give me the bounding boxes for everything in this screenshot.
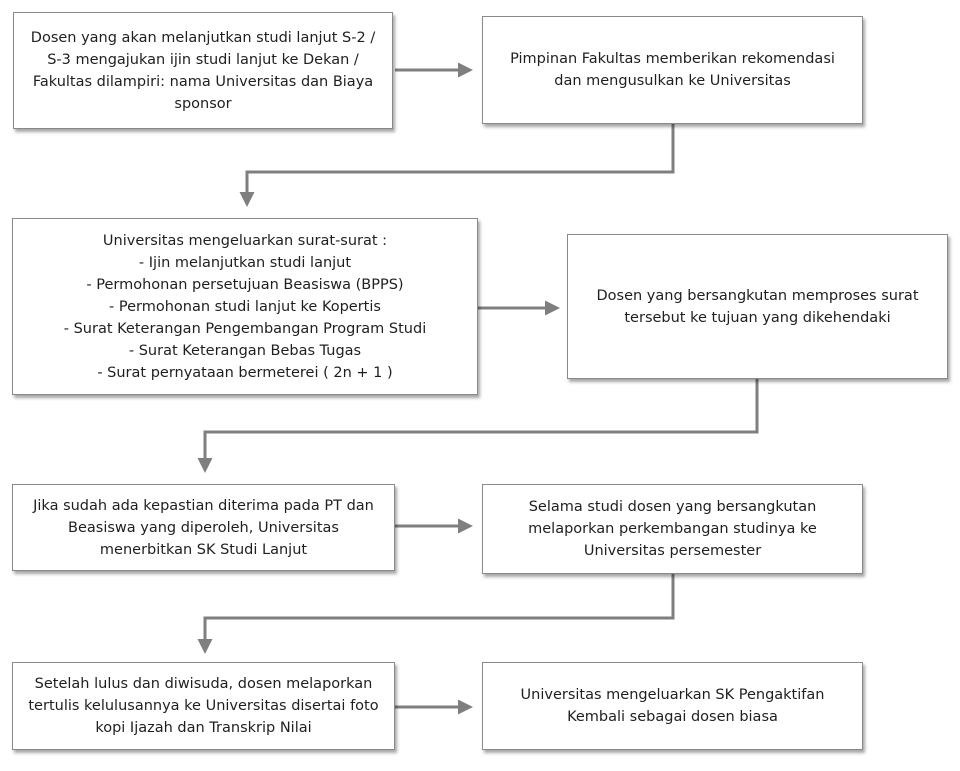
- step-6-line-2: melaporkan perkembangan studinya ke: [528, 521, 817, 537]
- step-4-line-1: Dosen yang bersangkutan memproses surat: [596, 287, 919, 304]
- step-4-box: Dosen yang bersangkutan memproses surat …: [567, 234, 948, 379]
- step-7-line-3: kopi Ijazah dan Transkrip Nilai: [95, 720, 312, 736]
- step-3-box: Universitas mengeluarkan surat-surat : -…: [12, 218, 478, 395]
- step-1-line-1: Dosen yang akan melanjutkan studi lanjut…: [30, 29, 376, 46]
- step-3-line-7: - Surat pernyataan bermeterei ( 2n + 1 ): [97, 364, 393, 381]
- step-6-line-3: Universitas persemester: [583, 543, 762, 559]
- step-2-box: Pimpinan Fakultas memberikan rekomendasi…: [482, 16, 863, 124]
- arrow-step2-to-step3: [239, 124, 675, 207]
- step-7-box: Setelah lulus dan diwisuda, dosen melapo…: [12, 662, 395, 750]
- step-7-line-1: Setelah lulus dan diwisuda, dosen melapo…: [34, 676, 373, 692]
- step-6-box: Selama studi dosen yang bersangkutan mel…: [482, 484, 863, 574]
- step-5-line-2: Beasiswa yang diperoleh, Universitas: [68, 519, 339, 536]
- step-3-line-4: - Permohonan studi lanjut ke Kopertis: [109, 298, 381, 315]
- step-5-line-3: menerbitkan SK Studi Lanjut: [99, 541, 308, 558]
- step-1-box: Dosen yang akan melanjutkan studi lanjut…: [13, 12, 393, 129]
- step-1-line-2: S-3 mengajukan ijin studi lanjut ke Deka…: [47, 51, 359, 68]
- step-3-line-5: - Surat Keterangan Pengembangan Program …: [63, 320, 427, 337]
- step-8-line-1: Universitas mengeluarkan SK Pengaktifan: [520, 687, 825, 703]
- step-3-line-6: - Surat Keterangan Bebas Tugas: [128, 342, 362, 359]
- arrow-step6-to-step7: [197, 574, 675, 654]
- arrows-group: [197, 62, 759, 715]
- step-8-box: Universitas mengeluarkan SK Pengaktifan …: [482, 662, 863, 750]
- step-1-line-4: sponsor: [174, 95, 232, 112]
- step-3-line-3: - Permohonan persetujuan Beasiswa (BPPS): [86, 276, 404, 293]
- step-2-line-1: Pimpinan Fakultas memberikan rekomendasi: [510, 51, 835, 67]
- arrow-step4-to-step5: [197, 379, 759, 473]
- step-6-line-1: Selama studi dosen yang bersangkutan: [528, 499, 817, 515]
- step-7-line-2: tertulis kelulusannya ke Universitas dis…: [28, 698, 379, 714]
- step-4-line-2: tersebut ke tujuan yang dikehendaki: [624, 309, 891, 326]
- step-8-line-2: Kembali sebagai dosen biasa: [567, 709, 778, 725]
- step-5-box: Jika sudah ada kepastian diterima pada P…: [12, 484, 395, 571]
- step-3-line-2: - Ijin melanjutkan studi lanjut: [138, 254, 352, 271]
- step-5-line-1: Jika sudah ada kepastian diterima pada P…: [33, 497, 374, 514]
- step-3-line-1: Universitas mengeluarkan surat-surat :: [102, 232, 388, 249]
- step-1-line-3: Fakultas dilampiri: nama Universitas dan…: [32, 73, 374, 90]
- step-2-line-2: dan mengusulkan ke Universitas: [554, 73, 791, 89]
